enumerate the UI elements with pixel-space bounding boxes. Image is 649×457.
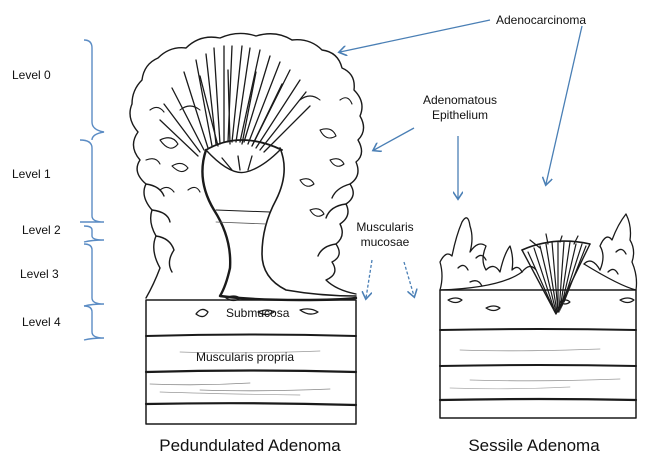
submucosa-label: Submucosa (226, 306, 290, 320)
level-0-label: Level 0 (12, 68, 51, 82)
muscularis-mucosae-label-line1: Muscularis (356, 220, 413, 234)
arrow-muscularis-mucosae-pedunculated (366, 260, 372, 298)
sessile-adenocarcinoma-cone (522, 234, 590, 314)
adenomatous-epithelium-label-line1: Adenomatous (423, 93, 497, 107)
bracket-level-4 (84, 306, 104, 340)
bracket-level-3 (84, 244, 104, 306)
muscularis-propria-label: Muscularis propria (196, 350, 294, 364)
level-1-label: Level 1 (12, 167, 51, 181)
bracket-level-0 (84, 40, 104, 140)
sessile-adenoma-drawing (440, 214, 637, 418)
sessile-tissue-block (440, 290, 636, 418)
pedunculated-stalk (202, 148, 356, 300)
arrow-adenocarcinoma-sessile (546, 26, 582, 184)
arrow-adenomatous-pedunculated (374, 128, 414, 150)
level-brackets (80, 40, 104, 340)
arrow-adenocarcinoma-pedunculated (340, 20, 490, 52)
bracket-level-2 (84, 226, 104, 242)
muscularis-mucosae-label-line2: mucosae (361, 235, 410, 249)
adenocarcinoma-label: Adenocarcinoma (496, 13, 586, 27)
sessile-caption: Sessile Adenoma (468, 436, 600, 455)
pedunculated-caption: Pedundulated Adenoma (159, 436, 341, 455)
adenomatous-epithelium-label-line2: Epithelium (432, 108, 488, 122)
callout-arrows (340, 20, 582, 298)
arrow-muscularis-mucosae-sessile (404, 262, 414, 296)
pedunculated-adenoma-drawing (130, 33, 364, 424)
level-2-label: Level 2 (22, 223, 61, 237)
bracket-level-1 (80, 140, 104, 222)
pedunculated-adenocarcinoma-crown (160, 46, 310, 173)
level-3-label: Level 3 (20, 267, 59, 281)
sessile-mucosa-fronds (440, 214, 637, 290)
sessile-submucosa-blobs (448, 298, 634, 311)
level-4-label: Level 4 (22, 315, 61, 329)
pedunculated-fronds (146, 96, 352, 216)
